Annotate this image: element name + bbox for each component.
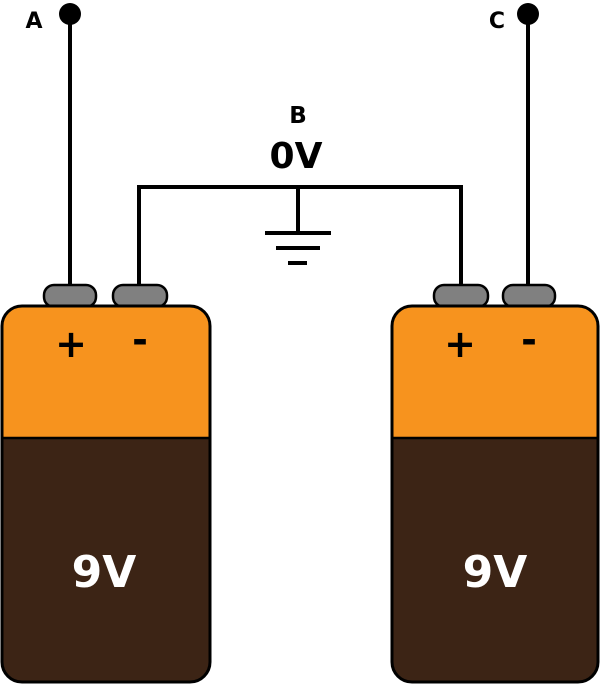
battery-left-voltage: 9V [72, 547, 137, 598]
ground-icon [265, 187, 331, 265]
battery-right: + - 9V [390, 283, 600, 684]
battery-left-terminal-minus [111, 283, 169, 309]
node-a-dot [59, 3, 81, 25]
battery-right-voltage: 9V [463, 547, 528, 598]
node-c-dot [517, 3, 539, 25]
battery-left-terminal-plus [42, 283, 98, 309]
battery-right-terminal-minus [501, 283, 557, 309]
battery-right-terminal-plus [432, 283, 490, 309]
battery-left-plus-label: + [55, 322, 87, 366]
node-b-voltage: 0V [270, 136, 323, 177]
battery-right-plus-label: + [444, 322, 476, 366]
battery-left: + - 9V [0, 283, 212, 684]
battery-right-minus-label: - [521, 318, 537, 362]
node-a-label: A [25, 9, 42, 34]
node-b-label: B [289, 103, 307, 129]
node-c-label: C [489, 9, 505, 34]
battery-left-minus-label: - [132, 318, 148, 362]
